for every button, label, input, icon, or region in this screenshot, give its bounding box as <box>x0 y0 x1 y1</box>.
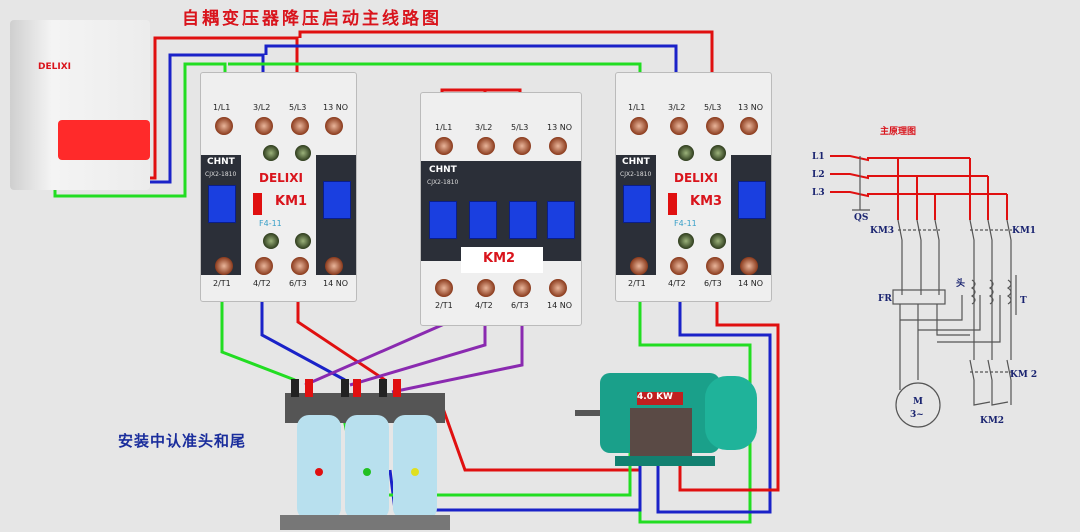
aux-label: F4-11 <box>674 219 697 228</box>
svg-text:QS: QS <box>854 213 868 223</box>
contactor-km1: 1/L1 3/L2 5/L3 13 NO CHNT CJX2-1810 DELI… <box>200 72 357 302</box>
terminal-label: 1/L1 <box>628 103 646 112</box>
terminal-label: 3/L2 <box>668 103 686 112</box>
motor-rating: 4.0 KW <box>637 392 673 402</box>
wire-km2-t3 <box>391 310 524 394</box>
contactor-id: KM3 <box>690 194 723 209</box>
terminal-label: 6/T3 <box>289 279 307 288</box>
svg-text:KM3: KM3 <box>870 226 894 236</box>
terminal-label: 6/T3 <box>704 279 722 288</box>
breaker-brand: DELIXI <box>38 62 71 72</box>
terminal-label: 4/T2 <box>475 301 493 310</box>
contactor-km2: 1/L1 3/L2 5/L3 13 NO CHNT CJX2-1810 KM2 … <box>420 92 582 326</box>
brand-badge: DELIXI <box>674 171 718 185</box>
aux-label: F4-11 <box>259 219 282 228</box>
svg-text:T: T <box>1020 296 1027 306</box>
svg-text:3~: 3~ <box>910 410 924 420</box>
terminal-label: 13 NO <box>547 123 573 132</box>
terminal-label: 2/T1 <box>628 279 646 288</box>
contactor-km3: 1/L1 3/L2 5/L3 13 NO CHNT CJX2-1810 DELI… <box>615 72 772 302</box>
brand-label: CHNT <box>207 157 235 167</box>
wire-tr-blue <box>388 450 642 512</box>
install-note: 安装中认准头和尾 <box>118 432 247 450</box>
terminal-label: 2/T1 <box>435 301 453 310</box>
diagram-title: 自耦变压器降压启动主线路图 <box>182 9 442 29</box>
motor <box>575 373 757 466</box>
contactor-id: KM1 <box>275 194 308 209</box>
brand-label: CHNT <box>622 157 650 167</box>
terminal-label: 14 NO <box>323 279 349 288</box>
terminal-label: 6/T3 <box>511 301 529 310</box>
model-label: CJX2-1810 <box>620 171 652 178</box>
svg-text:FR: FR <box>878 294 892 304</box>
svg-text:KM 2: KM 2 <box>1010 370 1037 380</box>
terminal-label: 3/L2 <box>253 103 271 112</box>
brand-label: CHNT <box>429 165 457 175</box>
svg-text:L1: L1 <box>812 152 825 162</box>
terminal-label: 4/T2 <box>668 279 686 288</box>
circuit-breaker: DELIXI <box>10 20 150 190</box>
schematic-title: 主原理图 <box>880 125 916 137</box>
principle-schematic: 主原理图 L1 L2 L3 QS KM3 KM1 FR 头 T KM 2 KM2… <box>812 125 1037 428</box>
brand-badge: DELIXI <box>259 171 303 185</box>
terminal-label: 14 NO <box>547 301 573 310</box>
terminal-label: 3/L2 <box>475 123 493 132</box>
terminal-label: 5/L3 <box>511 123 529 132</box>
wire-blue-km3 <box>264 44 678 90</box>
wire-tr-red <box>438 399 640 472</box>
wire-red-km3 <box>298 30 714 90</box>
svg-text:L2: L2 <box>812 170 825 180</box>
terminal-label: 13 NO <box>323 103 349 112</box>
wire-km3-t2 <box>656 285 772 514</box>
terminal-label: 2/T1 <box>213 279 231 288</box>
wire-km1-t1 <box>220 285 296 382</box>
svg-text:KM2: KM2 <box>980 416 1004 426</box>
wire-km3-t3 <box>678 285 780 492</box>
autotransformer <box>280 379 450 530</box>
svg-text:M: M <box>913 397 923 407</box>
terminal-label: 4/T2 <box>253 279 271 288</box>
model-label: CJX2-1810 <box>205 171 237 178</box>
terminal-label: 5/L3 <box>704 103 722 112</box>
terminal-label: 5/L3 <box>289 103 307 112</box>
model-label: CJX2-1810 <box>427 179 459 186</box>
terminal-label: 14 NO <box>738 279 764 288</box>
breaker-handle[interactable] <box>58 120 150 160</box>
wire-green-l1 <box>53 62 227 198</box>
svg-text:KM1: KM1 <box>1012 226 1036 236</box>
terminal-label: 1/L1 <box>213 103 231 112</box>
terminal-label: 1/L1 <box>435 123 453 132</box>
terminal-label: 13 NO <box>738 103 764 112</box>
contactor-id: KM2 <box>483 251 516 266</box>
svg-text:L3: L3 <box>812 188 825 198</box>
svg-text:头: 头 <box>956 277 965 289</box>
